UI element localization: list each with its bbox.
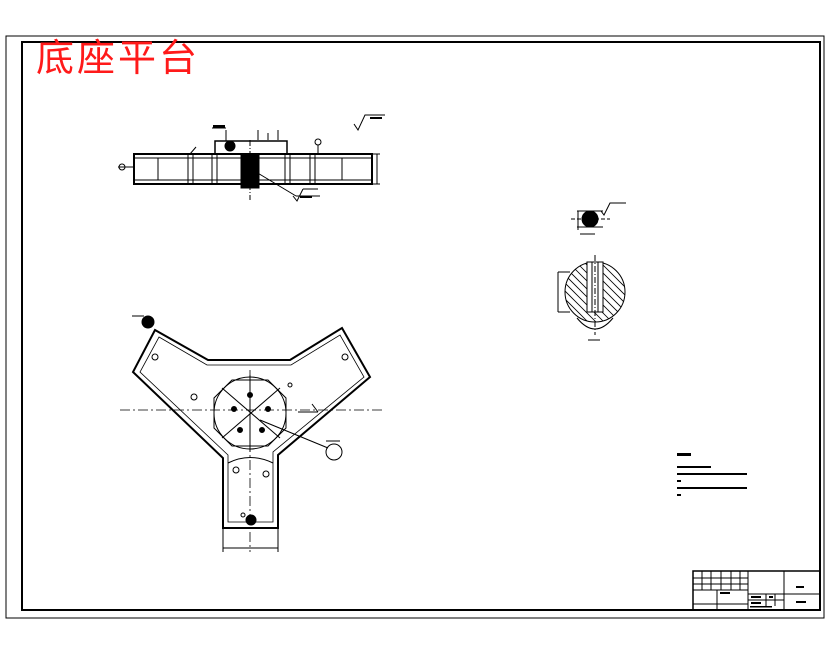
inner-border — [21, 41, 821, 611]
front-section-view — [118, 114, 385, 202]
plan-view-details — [120, 315, 382, 552]
drawing-title: 底座平台 — [36, 36, 201, 80]
title-block — [692, 570, 821, 611]
technical-notes — [677, 453, 747, 496]
outer-border — [5, 35, 825, 619]
detail-view-small — [571, 202, 626, 235]
detail-view-section — [557, 255, 626, 341]
front-view-annotations — [213, 117, 382, 198]
plan-view — [131, 326, 372, 529]
title-block-marks — [720, 586, 806, 608]
